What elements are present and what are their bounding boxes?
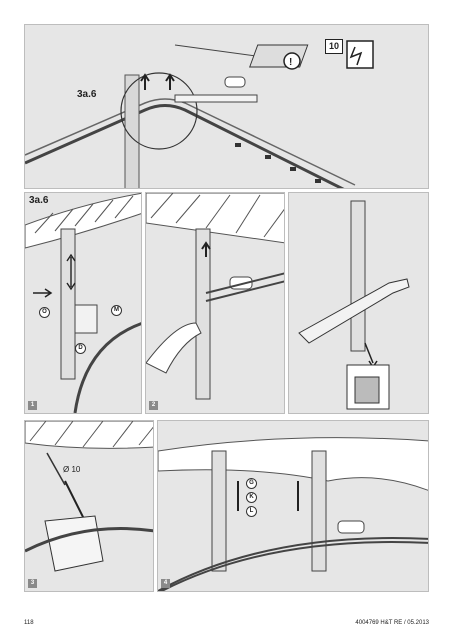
step-number-badge: 3 <box>28 579 37 588</box>
step-3-panel: Ø 10 3 <box>24 420 154 592</box>
step-1-illustration <box>25 193 141 413</box>
overview-panel: ! 3a.6 10 <box>24 24 429 189</box>
step-number-badge: 1 <box>28 401 37 410</box>
step-number-badge: 4 <box>161 579 170 588</box>
page-number: 118 <box>24 620 34 626</box>
step-number-badge: 2 <box>149 401 158 410</box>
overview-illustration: ! <box>25 40 374 188</box>
part-d-marker: D <box>75 343 86 354</box>
disposal-illustration <box>298 200 410 410</box>
document-code: 4004769 H&T RE / 05.2013 <box>355 620 429 626</box>
overview-reference-label: 3a.6 <box>77 89 97 100</box>
step-4-illustration <box>158 437 428 591</box>
step-2-illustration <box>146 193 284 400</box>
step-4-panel: G K L 4 <box>157 420 429 592</box>
part-m-marker: M <box>111 305 122 316</box>
disposal-panel <box>288 192 429 414</box>
part-l-marker: L <box>246 506 257 517</box>
svg-text:!: ! <box>289 57 292 68</box>
part-o-marker: O <box>39 307 50 318</box>
part-g-marker: G <box>246 478 257 489</box>
row-reference-label: 3a.6 <box>29 195 49 206</box>
step-2-panel: 2 <box>145 192 285 414</box>
step-3-illustration <box>25 421 153 572</box>
step-1-panel: 3a.6 M O D 1 <box>24 192 142 414</box>
drill-size-label: Ø 10 <box>63 465 81 474</box>
part-k-marker: K <box>246 492 257 503</box>
callout-number-box: 10 <box>325 39 343 54</box>
